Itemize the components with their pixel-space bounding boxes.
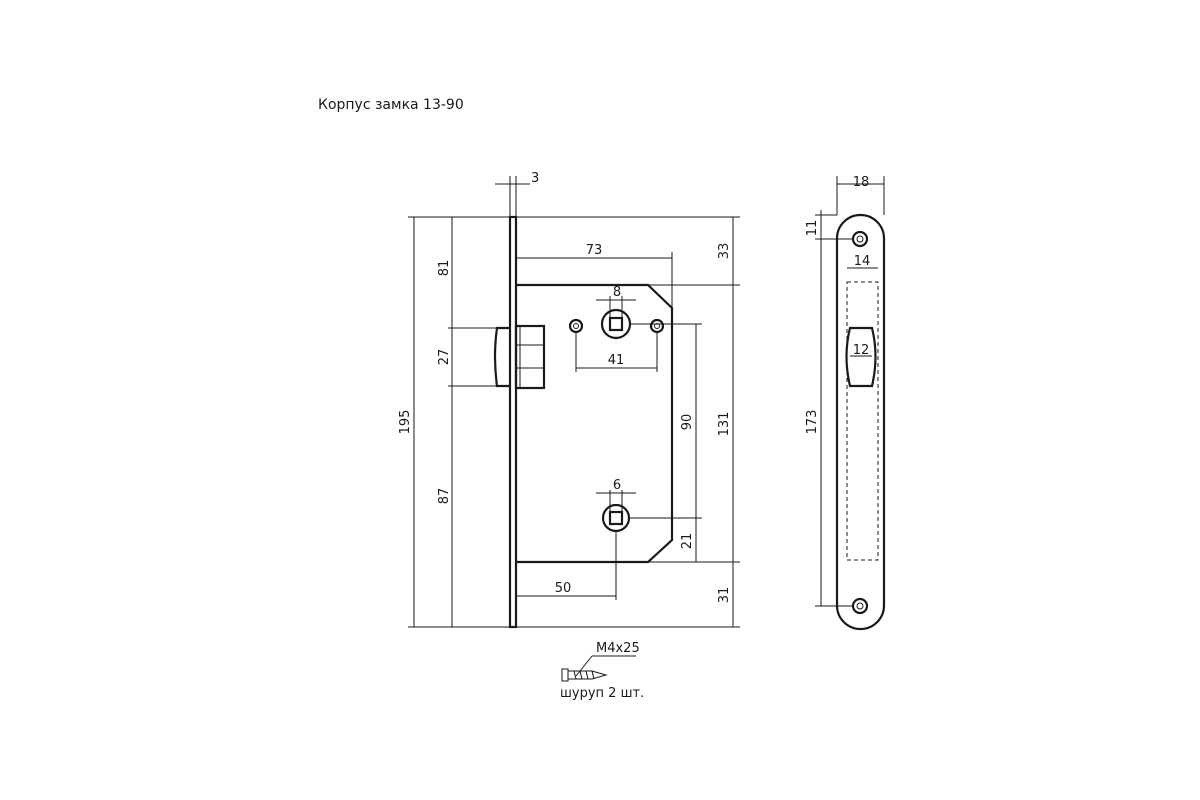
dim-strike-width: 18 bbox=[853, 175, 870, 190]
strike-recess bbox=[846, 281, 879, 561]
drawing-title: Корпус замка 13-90 bbox=[318, 97, 464, 113]
dim-strike-latch-width: 12 bbox=[853, 343, 870, 358]
dim-below-latch: 87 bbox=[437, 488, 452, 505]
strike-plate-outline bbox=[835, 213, 886, 631]
spindle-hub bbox=[600, 308, 632, 340]
dim-spindle-square: 8 bbox=[613, 285, 621, 300]
screw-label: шуруп 2 шт. bbox=[560, 686, 644, 701]
faceplate bbox=[508, 215, 518, 629]
strike-screw-hole-bottom bbox=[851, 597, 869, 615]
dim-body-width: 73 bbox=[586, 243, 603, 258]
latch-bolt bbox=[493, 324, 546, 390]
strike-screw-hole-top bbox=[851, 230, 869, 248]
dim-screw-spacing: 41 bbox=[608, 353, 625, 368]
dim-body-height: 131 bbox=[717, 412, 732, 437]
screw-hole-right bbox=[649, 318, 665, 334]
lock-body-view: 3 195 81 27 87 73 8 41 90 131 33 6 21 31… bbox=[398, 171, 740, 629]
lock-square-hub bbox=[601, 503, 631, 533]
dim-strike-hole-offset: 11 bbox=[805, 220, 820, 237]
screw-spec: M4x25 bbox=[596, 641, 640, 656]
dim-strike-hole-spacing: 173 bbox=[805, 410, 820, 435]
strike-plate-view: 18 11 14 12 173 bbox=[805, 175, 886, 631]
screw-icon bbox=[561, 668, 608, 682]
dim-latch-height: 27 bbox=[437, 349, 452, 366]
dim-total-height: 195 bbox=[398, 410, 413, 435]
strike-dimension-lines bbox=[815, 176, 885, 607]
dim-bottom-corner: 21 bbox=[680, 533, 695, 550]
dim-top-to-body: 81 bbox=[437, 260, 452, 277]
dim-faceplate-thickness: 3 bbox=[531, 171, 539, 186]
lock-case bbox=[516, 283, 674, 564]
dim-strike-inner-width: 14 bbox=[854, 254, 871, 269]
dim-bottom-offset: 31 bbox=[717, 587, 732, 604]
screw-hole-left bbox=[568, 318, 584, 334]
screw-detail: M4x25 шуруп 2 шт. bbox=[560, 641, 644, 701]
dim-center-distance: 90 bbox=[680, 414, 695, 431]
dim-top-offset: 33 bbox=[717, 243, 732, 260]
dim-backset: 50 bbox=[555, 581, 572, 596]
strike-latch-opening bbox=[845, 326, 877, 388]
dimension-lines bbox=[408, 176, 740, 628]
dim-bottom-square: 6 bbox=[613, 478, 621, 493]
